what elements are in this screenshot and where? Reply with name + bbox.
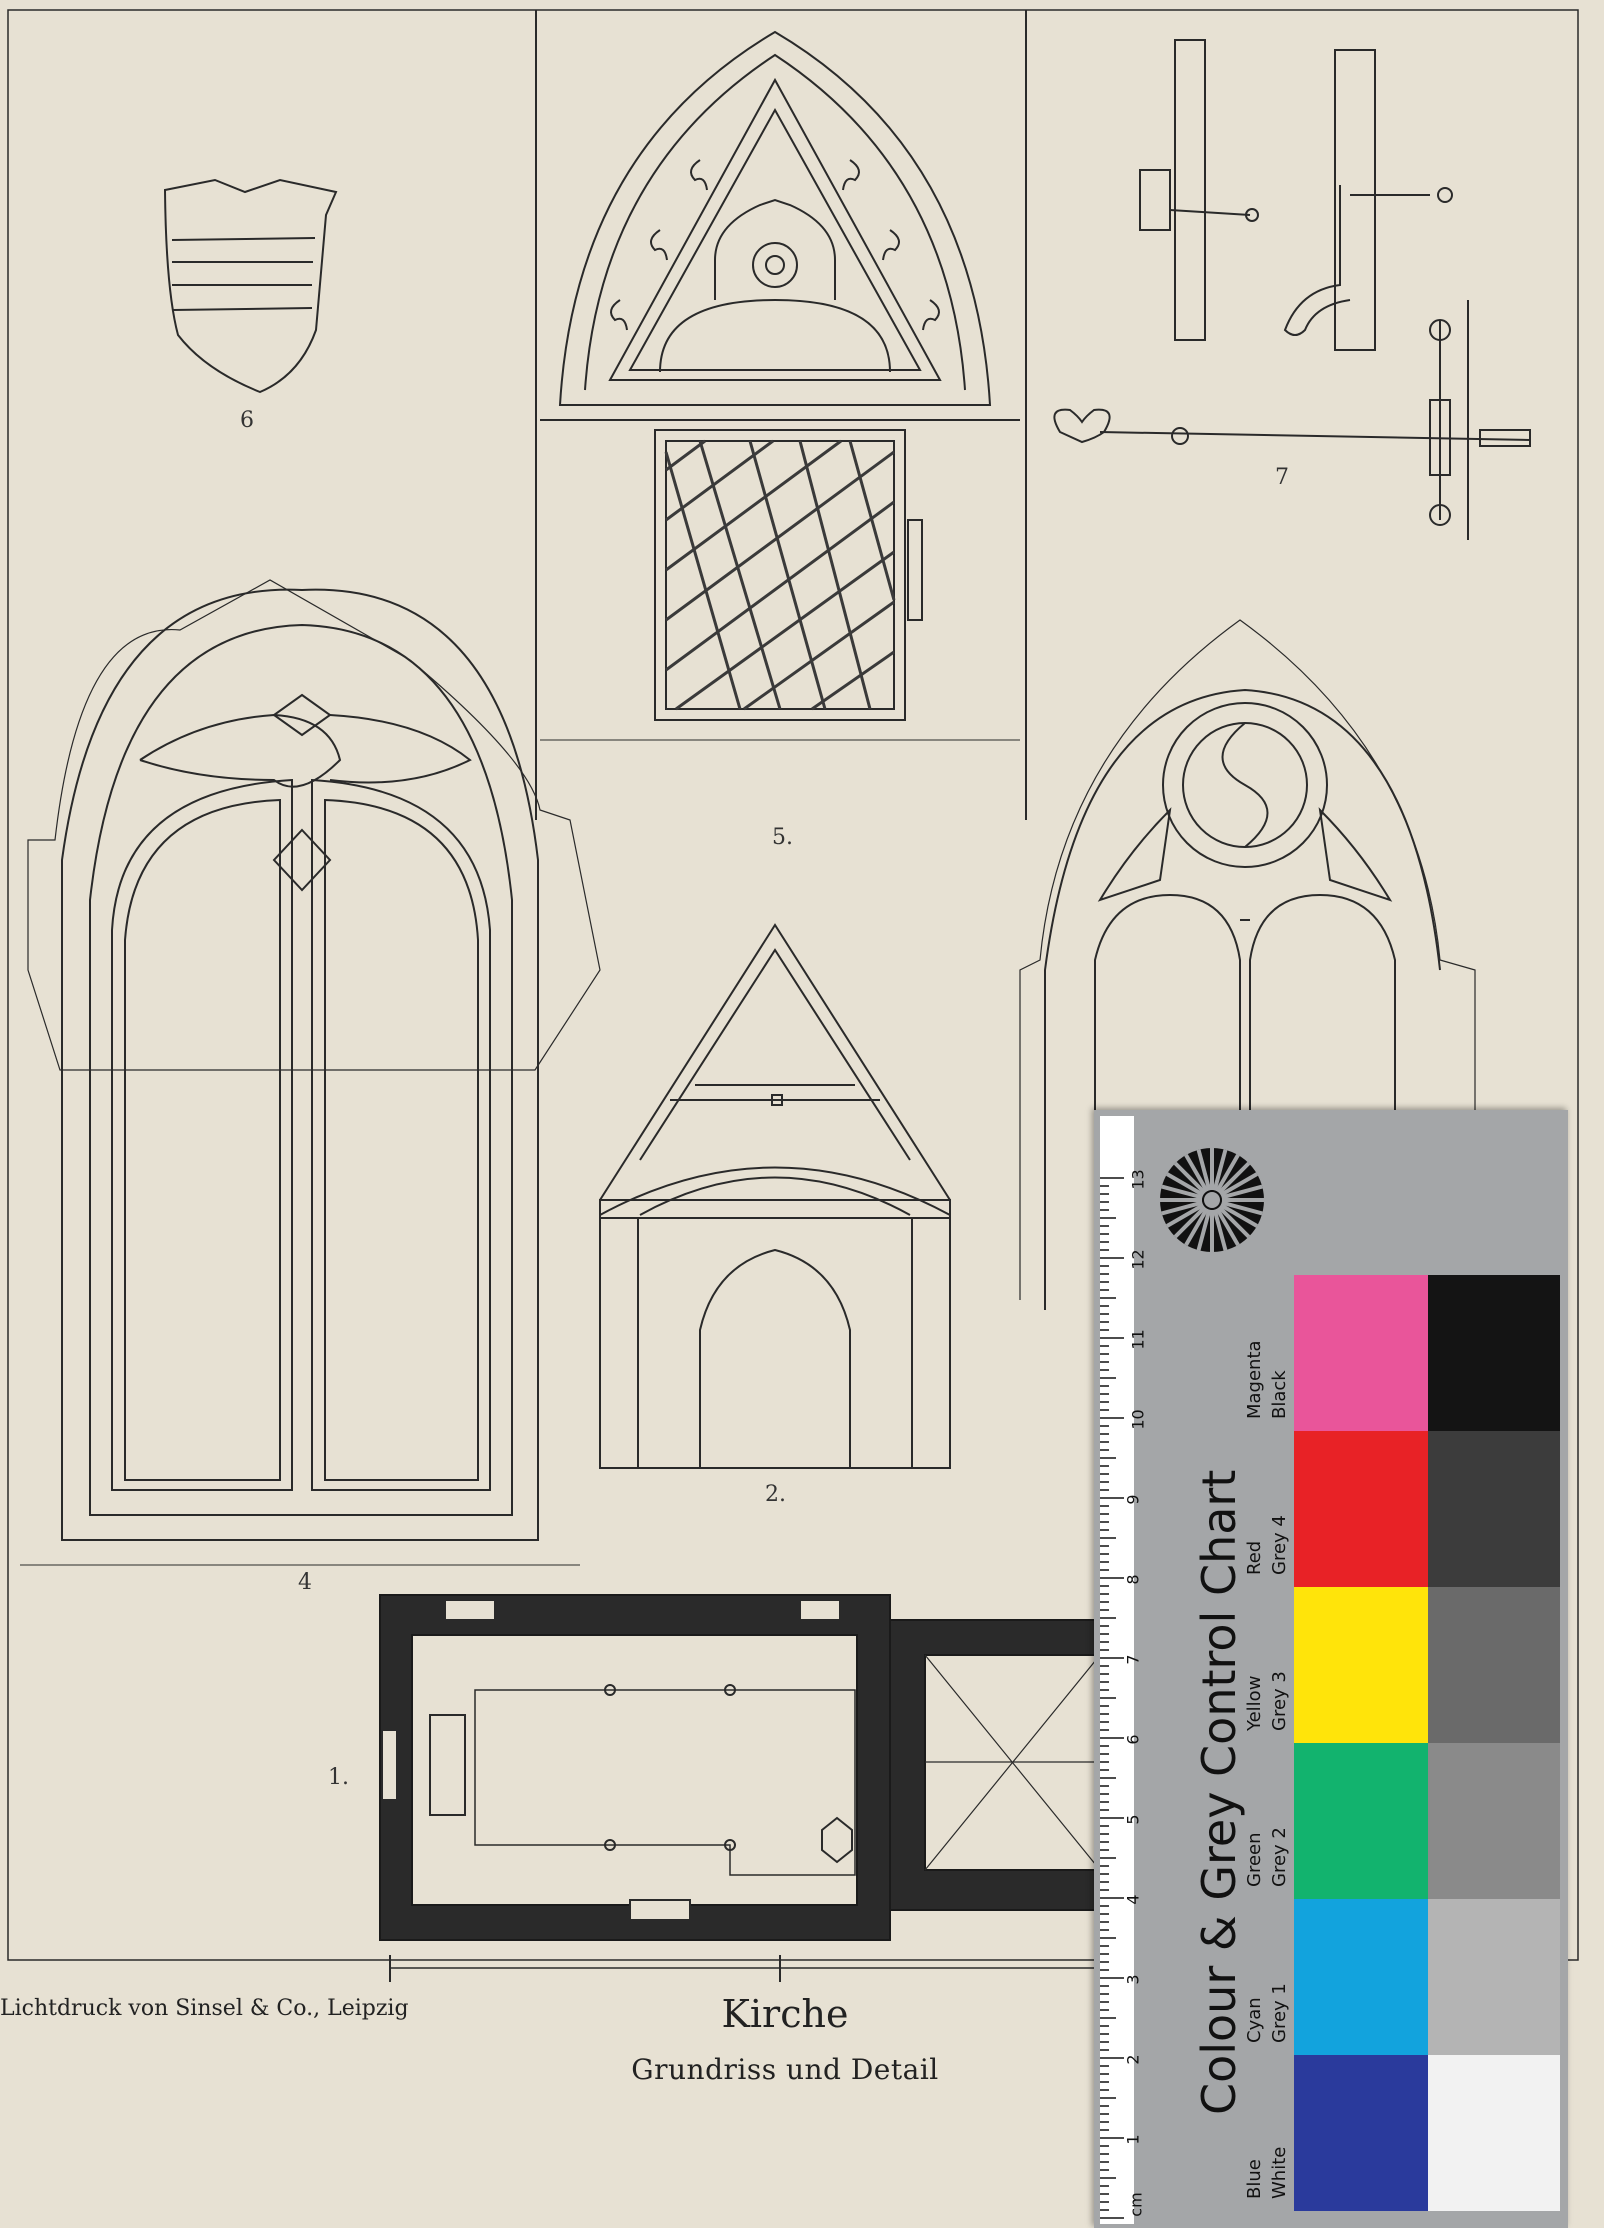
sunburst-ray [1217, 1205, 1251, 1239]
plate-frame [7, 9, 1579, 1961]
sunburst-ray [1219, 1203, 1259, 1228]
color-patch-magenta [1294, 1275, 1428, 1431]
grey-label: Grey 1 [1269, 1983, 1290, 2043]
sunburst-ray [1173, 1205, 1207, 1239]
color-patch-green [1294, 1743, 1428, 1899]
color-label: Blue [1244, 2159, 1265, 2199]
ruler-number: 3 [1123, 1974, 1143, 1985]
grey-label: White [1269, 2146, 1290, 2199]
sunburst-ray [1215, 1153, 1240, 1193]
color-label: Red [1244, 1540, 1265, 1575]
color-patch-blue [1294, 2055, 1428, 2211]
sunburst-ray [1221, 1184, 1263, 1200]
figure-number-4: 4 [298, 1570, 312, 1595]
sunburst-ray [1217, 1161, 1251, 1195]
sunburst-ray [1212, 1209, 1228, 1251]
figure-number-2: 2. [765, 1482, 786, 1507]
ruler-number: 1 [1123, 2134, 1143, 2145]
sunburst-ray [1215, 1207, 1240, 1247]
figure-number-1: 1. [328, 1765, 349, 1790]
sunburst-ray [1196, 1149, 1212, 1191]
sunburst-ray [1219, 1172, 1259, 1197]
ruler-number: 2 [1123, 2054, 1143, 2065]
sunburst-icon [1160, 1148, 1264, 1252]
shield-drawing [163, 178, 338, 394]
grey-label: Grey 2 [1269, 1827, 1290, 1887]
plate-subtitle: Grundriss und Detail [631, 2053, 939, 2086]
ruler-number: 4 [1123, 1894, 1143, 1905]
sunburst-ray [1184, 1153, 1209, 1193]
church-portal-drawing [599, 923, 951, 1469]
grey-patch-grey-3 [1428, 1587, 1560, 1743]
figure-number-7: 7 [1275, 465, 1289, 490]
color-label: Green [1244, 1832, 1265, 1887]
ruler-number: 12 [1128, 1249, 1148, 1270]
floor-plan-drawing [379, 1594, 1101, 1982]
figure-number-6: 6 [240, 408, 254, 433]
gothic-window-right-drawing [1019, 619, 1476, 1310]
chart-title: Colour & Grey Control Chart [1192, 1469, 1246, 2115]
sunburst-ray [1184, 1207, 1209, 1247]
color-patch-cyan [1294, 1899, 1428, 2055]
grey-patch-grey-2 [1428, 1743, 1560, 1899]
ruler-number: 6 [1123, 1734, 1143, 1745]
ruler-number: 13 [1128, 1169, 1148, 1190]
color-patch-red [1294, 1431, 1428, 1587]
color-patch-yellow [1294, 1587, 1428, 1743]
color-label: Magenta [1244, 1340, 1265, 1419]
gothic-window-left-drawing [20, 579, 601, 1566]
figure-number-5: 5. [772, 825, 793, 850]
sunburst-ray [1161, 1184, 1203, 1200]
grey-patch-white [1428, 2055, 1560, 2211]
grey-label: Grey 4 [1269, 1515, 1290, 1575]
sunburst-ray [1165, 1203, 1205, 1228]
color-label: Yellow [1244, 1675, 1265, 1731]
ruler-number: 9 [1123, 1494, 1143, 1505]
sunburst-ray [1196, 1209, 1212, 1251]
sunburst-ray [1161, 1200, 1203, 1216]
colour-control-chart [1094, 1110, 1568, 2228]
lattice-door-drawing [540, 429, 1020, 741]
tympanum-drawing [540, 30, 1020, 421]
color-label: Cyan [1244, 1997, 1265, 2043]
sunburst-ray [1165, 1172, 1205, 1197]
ruler-strip [1100, 1116, 1134, 2224]
grey-label: Grey 3 [1269, 1671, 1290, 1731]
printer-credit: Lichtdruck von Sinsel & Co., Leipzig [0, 1996, 409, 2021]
grey-patch-grey-1 [1428, 1899, 1560, 2055]
ruler-number: 5 [1123, 1814, 1143, 1825]
sunburst-ray [1212, 1149, 1228, 1191]
ruler-unit: cm [1126, 2192, 1146, 2217]
grey-label: Black [1269, 1370, 1290, 1419]
grey-patch-black [1428, 1275, 1560, 1431]
ruler-number: 7 [1123, 1654, 1143, 1665]
sunburst-ray [1221, 1200, 1263, 1216]
ruler-number: 11 [1128, 1329, 1148, 1350]
ruler-number: 10 [1128, 1409, 1148, 1430]
grey-patch-grey-4 [1428, 1431, 1560, 1587]
plate-title: Kirche [721, 1992, 849, 2036]
ruler-number: 8 [1123, 1574, 1143, 1585]
hinge-hardware-drawing [1053, 39, 1531, 540]
sunburst-ray [1173, 1161, 1207, 1195]
